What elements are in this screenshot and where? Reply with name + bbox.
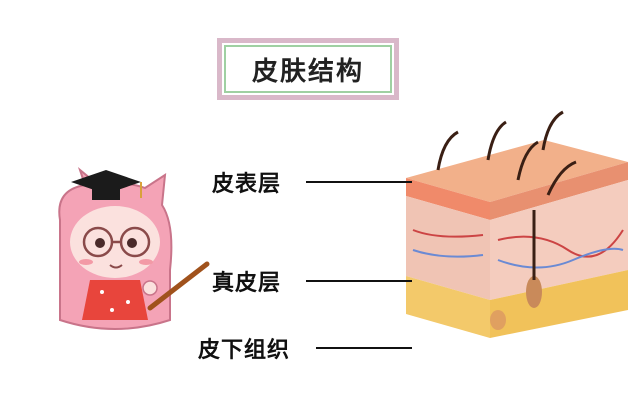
layer-label-epidermis: 皮表层: [212, 172, 282, 197]
character-teacher-icon: [58, 167, 173, 330]
leader-line-subcutis: [316, 347, 412, 349]
skin-cube-illustration: [406, 110, 628, 338]
diagram-title: 皮肤结构: [251, 56, 364, 87]
leader-line-epidermis: [306, 181, 412, 183]
title-box: 皮肤结构: [217, 38, 399, 100]
layer-label-subcutis: 皮下组织: [198, 338, 291, 363]
graduation-cap-icon: [71, 170, 142, 200]
leader-line-dermis: [306, 280, 412, 282]
pointer-stick-icon: [147, 261, 210, 311]
layer-label-dermis: 真皮层: [212, 271, 282, 296]
